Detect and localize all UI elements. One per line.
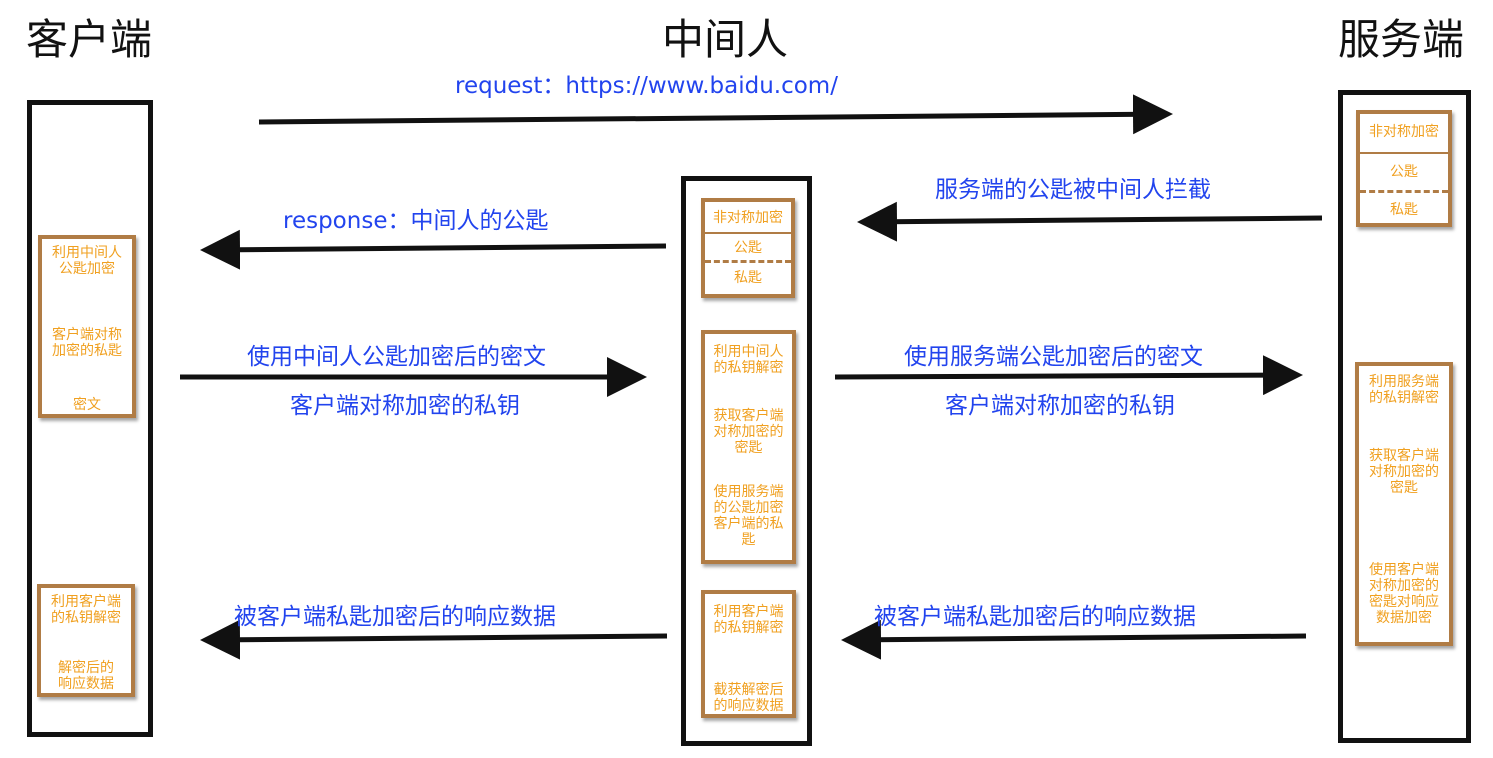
arrow-intercept [857,201,1323,242]
server-step2-l2: 对称加密的 [1369,464,1439,480]
server-step3-l1: 使用客户端 [1369,562,1439,578]
server-keys-box: 非对称加密 公匙 私匙 [1356,110,1452,227]
server-private-key: 私匙 [1390,202,1418,218]
server-keys-dash [1360,190,1448,193]
server-step2-l3: 密匙 [1390,480,1418,496]
response-label: response：中间人的公匙 [283,208,549,234]
client-resp-step1-l1: 利用客户端 [51,594,121,610]
client-process-box: 利用中间人 公匙加密 客户端对称 加密的私匙 密文 [38,235,136,418]
mitm-step1-l2: 的私钥解密 [713,360,784,376]
server-step2-l1: 获取客户端 [1369,448,1439,464]
mitm-cipher-label-2: 客户端对称加密的私钥 [945,393,1175,419]
server-public-key: 公匙 [1390,164,1418,180]
server-step3-l2: 对称加密的 [1369,578,1439,594]
mitm-keys-dash [705,260,791,263]
client-resp-step1-l2: 的私钥解密 [51,610,121,626]
client-step1-l1: 利用中间人 [52,245,122,261]
arrow-mitm-response [200,619,668,660]
mitm-step3-l3: 客户端的私 [713,516,784,532]
client-lane [27,100,153,737]
client-response-box: 利用客户端 的私钥解密 解密后的 响应数据 [37,584,135,697]
mitm-resp-step1-l2: 的私钥解密 [713,620,784,636]
mitm-cipher-label-1: 使用服务端公匙加密后的密文 [904,344,1203,370]
arrow-response [200,229,667,270]
client-cipher-label-1: 使用中间人公匙加密后的密文 [247,344,546,370]
arrow-request [258,94,1173,135]
mitm-response-box: 利用客户端 的私钥解密 截获解密后 的响应数据 [701,590,796,718]
client-resp-step2-l1: 解密后的 [58,660,114,676]
client-step3-l1: 密文 [73,397,101,413]
mitm-response-label: 被客户端私匙加密后的响应数据 [234,604,556,630]
mitm-resp-step1-l1: 利用客户端 [713,604,784,620]
mitm-keys-divider [705,232,791,234]
server-title: 服务端 [1338,15,1465,64]
server-process-box: 利用服务端 的私钥解密 获取客户端 对称加密的 密匙 使用客户端 对称加密的 密… [1355,362,1453,646]
mitm-process-box: 利用中间人 的私钥解密 获取客户端 对称加密的 密匙 使用服务端 的公匙加密 客… [701,330,796,564]
mitm-step1-l1: 利用中间人 [713,344,784,360]
server-keys-divider [1360,152,1448,154]
server-step3-l4: 数据加密 [1376,610,1432,626]
server-step3-l3: 密匙对响应 [1369,594,1439,610]
client-step2-l1: 客户端对称 [52,327,122,343]
intercept-label: 服务端的公匙被中间人拦截 [935,177,1211,203]
mitm-resp-step2-l2: 的响应数据 [713,698,784,714]
server-keys-title: 非对称加密 [1369,124,1439,140]
mitm-lane [681,176,812,746]
arrow-mitm-cipher [834,355,1303,396]
client-title: 客户端 [26,15,153,64]
client-step1-l2: 公匙加密 [59,261,115,277]
mitm-step2-l2: 对称加密的 [713,424,784,440]
mitm-keys-title: 非对称加密 [713,210,783,226]
client-resp-step2-l2: 响应数据 [58,676,114,692]
client-step2-l2: 加密的私匙 [52,343,122,359]
server-step1-l1: 利用服务端 [1369,374,1439,390]
mitm-step3-l4: 匙 [741,532,756,548]
mitm-public-key: 公匙 [734,240,762,256]
request-label: request：https://www.baidu.com/ [455,73,838,99]
server-lane [1338,90,1471,743]
mitm-keys-box: 非对称加密 公匙 私匙 [701,198,795,298]
mitm-title: 中间人 [662,15,789,64]
mitm-step3-l2: 的公匙加密 [713,500,784,516]
mitm-step2-l3: 密匙 [734,440,763,456]
client-cipher-label-2: 客户端对称加密的私钥 [290,393,520,419]
mitm-resp-step2-l1: 截获解密后 [713,682,784,698]
mitm-step2-l1: 获取客户端 [713,408,784,424]
server-step1-l2: 的私钥解密 [1369,390,1439,406]
mitm-step3-l1: 使用服务端 [713,484,784,500]
server-response-label: 被客户端私匙加密后的响应数据 [874,604,1196,630]
arrow-server-response [841,619,1307,660]
mitm-private-key: 私匙 [734,270,762,286]
